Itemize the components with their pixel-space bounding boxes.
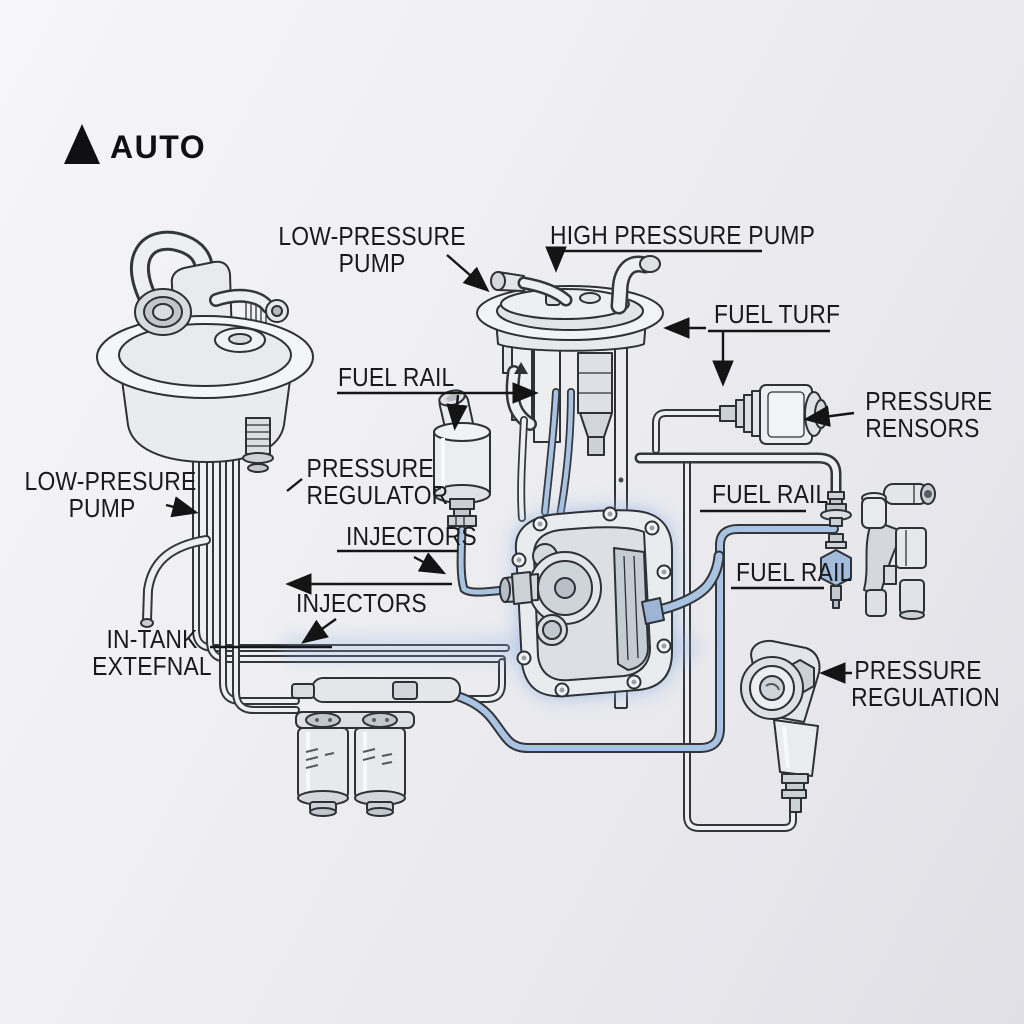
label-in-tank-external: IN-TANK EXTEFNAL — [76, 626, 227, 680]
label-fuel-turf: FUEL TURF — [714, 301, 840, 328]
label-line: FUEL TURF — [714, 299, 841, 329]
annotation-lines — [165, 246, 855, 684]
label-line: EXTEFNAL — [92, 651, 212, 681]
brand-logo-text: AUTO — [110, 129, 207, 165]
label-line: REGULATOR — [306, 480, 449, 510]
fuel-pressure-sensor — [719, 384, 828, 445]
high-pressure-pump — [499, 506, 725, 698]
label-injectors-center: INJECTORS — [346, 523, 477, 550]
label-pressure-regulation: PRESSURE REGULATION — [851, 655, 1000, 712]
label-high-pressure-pump: HIGH PRESSURE PUMP — [550, 222, 815, 249]
label-low-pressure-pump-top: LOW-PRESSURE PUMP — [266, 223, 477, 277]
label-line: PUMP — [338, 248, 406, 278]
label-line: FUEL RAIL — [338, 362, 455, 392]
valve-bracket-assembly — [861, 483, 936, 620]
label-line: LOW-PRESURE — [24, 466, 197, 496]
label-line: FUEL RAIL — [736, 557, 853, 587]
label-line: INJECTORS — [296, 588, 427, 618]
label-line: PRESSURE — [865, 386, 993, 416]
label-line: PUMP — [68, 493, 136, 523]
label-pressure-regulator: PRESSURE REGULATOR — [306, 453, 449, 510]
brand-logo: AUTO — [64, 124, 206, 164]
label-line: FUEL RAIL — [712, 479, 829, 509]
label-line: RENSORS — [865, 413, 980, 443]
label-injectors-lower: INJECTORS — [296, 590, 427, 617]
fuel-pressure-regulator — [740, 639, 821, 813]
left-fuel-pump-module — [96, 230, 314, 473]
label-line: REGULATION — [851, 682, 1000, 712]
label-line: HIGH PRESSURE PUMP — [550, 220, 816, 250]
twin-fuel-filters — [291, 677, 461, 817]
label-line: IN-TANK — [106, 624, 198, 654]
label-line: INJECTORS — [346, 521, 477, 551]
triangle-icon — [64, 124, 100, 164]
label-line: LOW-PRESSURE — [278, 221, 466, 251]
label-pressure-rensors: PRESSURE RENSORS — [865, 386, 993, 443]
label-line: PRESSURE — [854, 655, 982, 685]
label-fuel-rail-right-upper: FUEL RAIL — [712, 481, 828, 508]
label-line: PRESSURE — [306, 453, 434, 483]
label-fuel-rail-upper-left: FUEL RAIL — [338, 364, 454, 391]
label-fuel-rail-right-lower: FUEL RAIL — [736, 559, 852, 586]
rail-fitting-stack — [820, 491, 852, 609]
label-low-presure-pump-left: LOW-PRESURE PUMP — [24, 466, 197, 523]
